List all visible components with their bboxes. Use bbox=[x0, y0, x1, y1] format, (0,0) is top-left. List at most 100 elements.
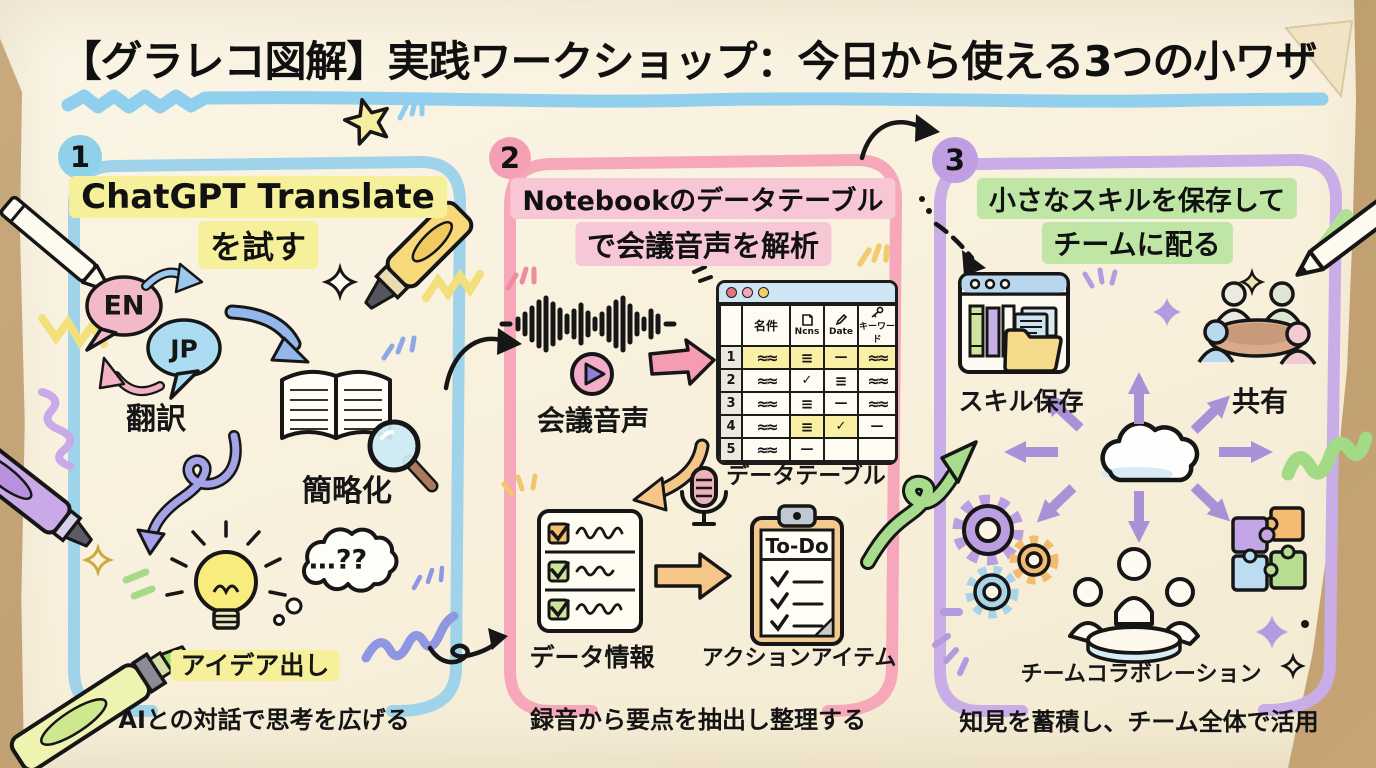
panel1-number: 1 bbox=[69, 140, 91, 174]
table-cell: ✓ bbox=[823, 414, 859, 439]
yellow-sparkle-rays bbox=[501, 473, 538, 497]
purple-squiggle bbox=[38, 388, 74, 470]
row-number: 5 bbox=[719, 437, 743, 462]
panel2-heading: Notebookのデータテーブル で会議音声を解析 bbox=[510, 178, 896, 266]
sparkle-icon-purple2 bbox=[1255, 615, 1289, 649]
note-icon bbox=[801, 314, 813, 326]
play-button-icon bbox=[570, 352, 614, 396]
pencil-icon bbox=[835, 314, 847, 326]
arrow-jp-to-en bbox=[98, 356, 165, 397]
ideation-label: アイデア出し bbox=[170, 650, 340, 681]
arrow-en-to-jp bbox=[141, 262, 204, 294]
blue-squiggle bbox=[361, 611, 459, 663]
highlighter-icon-green bbox=[9, 645, 189, 768]
yellow-dashes bbox=[857, 243, 890, 267]
arrow-to-lightbulb bbox=[136, 430, 242, 556]
header-name: 名件 bbox=[741, 304, 791, 347]
panel1-heading: ChatGPT Translate を試す bbox=[69, 176, 447, 269]
window-dot-icon bbox=[726, 287, 737, 298]
panel1-heading-line1: ChatGPT Translate bbox=[69, 176, 447, 218]
audio-label: 会議音声 bbox=[536, 404, 650, 437]
table-cell bbox=[823, 437, 859, 462]
arrow-panel2-to-panel3 bbox=[859, 114, 940, 161]
header-notes: Ncns bbox=[789, 304, 825, 347]
clipboard-icon bbox=[750, 504, 844, 646]
poster-title: 【グラレコ図解】実践ワークショップ：今日から使える3つの小ワザ bbox=[59, 37, 1318, 86]
corner-cell bbox=[719, 304, 743, 347]
skillsave-label: スキル保存 bbox=[958, 387, 1084, 416]
header-date: Date bbox=[823, 304, 859, 347]
checklist-icon bbox=[537, 509, 643, 633]
row-number: 2 bbox=[719, 368, 743, 393]
title-underline bbox=[61, 89, 1329, 114]
star-icon bbox=[342, 98, 389, 146]
en-bubble-label: EN bbox=[103, 290, 145, 322]
window-titlebar bbox=[719, 283, 895, 304]
sparkle-icon-small bbox=[81, 542, 115, 578]
key-icon bbox=[871, 307, 884, 318]
sparkle-dashes-blue2 bbox=[381, 335, 417, 361]
arrow-to-book bbox=[224, 304, 310, 364]
data-table: 名件 Ncns Date キーワード 1≈≈≡—≈≈2≈≈✓≡≈≈3≈≈≡ bbox=[719, 304, 895, 462]
table-cell: ≈≈ bbox=[741, 368, 791, 393]
loop-arrow-panel1-bottom bbox=[427, 628, 508, 665]
team-collaboration-icon bbox=[1068, 547, 1200, 664]
table-cell: ≈≈ bbox=[741, 391, 791, 416]
panel2-border bbox=[504, 153, 903, 717]
table-row: 1≈≈≡—≈≈ bbox=[719, 345, 895, 370]
browser-books-folder-icon bbox=[958, 272, 1070, 374]
table-cell: — bbox=[857, 414, 895, 439]
table-row: 5≈≈— bbox=[719, 437, 895, 462]
arrow-panel1-to-panel2 bbox=[443, 328, 522, 391]
green-loop-arrow-panel2-to-panel3 bbox=[860, 440, 978, 570]
lightbulb-icon bbox=[165, 520, 287, 630]
paper-fold bbox=[1284, 19, 1354, 99]
todo-label: To-Do bbox=[762, 534, 832, 561]
yellow-zigzag-left bbox=[38, 314, 108, 350]
window-dot-icon bbox=[758, 287, 769, 298]
table-cell: ≡ bbox=[823, 368, 859, 393]
table-cell: — bbox=[823, 345, 859, 370]
black-dashes bbox=[692, 265, 713, 283]
cloud-icon bbox=[1100, 421, 1200, 483]
waveform-icon bbox=[499, 295, 677, 353]
speech-bubble-icon-en bbox=[85, 275, 163, 352]
panel3-heading: 小さなスキルを保存して チームに配る bbox=[976, 178, 1298, 264]
window-dot-icon bbox=[742, 287, 753, 298]
table-cell: ≈≈ bbox=[857, 368, 895, 393]
table-row: 3≈≈≡—≈≈ bbox=[719, 391, 895, 416]
simplify-label: 簡略化 bbox=[302, 474, 392, 509]
table-header-row: 名件 Ncns Date キーワード bbox=[719, 304, 895, 347]
microphone-icon bbox=[680, 466, 728, 526]
book-magnifier-icon bbox=[280, 369, 439, 493]
table-cell: ✓ bbox=[789, 368, 825, 393]
yellow-zigzag-right bbox=[422, 268, 484, 302]
dashed-arrow-into-panel3 bbox=[919, 196, 986, 276]
row-number: 1 bbox=[719, 345, 743, 370]
pencil-icon-right bbox=[1295, 195, 1376, 277]
dot-doodle bbox=[1301, 620, 1309, 628]
pink-dashes bbox=[505, 266, 537, 291]
badge1-circle bbox=[58, 135, 102, 179]
purple-rays-top bbox=[1082, 267, 1118, 289]
gears-icon bbox=[952, 494, 1059, 619]
sparkle-icon-share bbox=[1238, 267, 1266, 297]
panel2-caption: 録音から要点を抽出し整理する bbox=[530, 706, 866, 734]
puzzle-icon bbox=[1231, 506, 1307, 592]
table-cell bbox=[857, 437, 895, 462]
arrow-table-to-checklist bbox=[632, 438, 710, 512]
table-cell: ≈≈ bbox=[857, 345, 895, 370]
speech-bubble-icon-jp bbox=[146, 318, 222, 400]
table-row: 4≈≈≡✓— bbox=[719, 414, 895, 439]
sparkle-dashes-blue bbox=[397, 99, 425, 121]
thought-cloud-icon bbox=[273, 527, 399, 626]
share-label: 共有 bbox=[1231, 385, 1289, 418]
data-table-window: 名件 Ncns Date キーワード 1≈≈≡—≈≈2≈≈✓≡≈≈3≈≈≡ bbox=[716, 280, 898, 465]
panel3-heading-line1: 小さなスキルを保存して bbox=[976, 178, 1298, 219]
row-number: 3 bbox=[719, 391, 743, 416]
panel2-heading-line2: で会議音声を解析 bbox=[574, 222, 832, 266]
panel1-heading-line2: を試す bbox=[197, 221, 319, 269]
table-cell: ≡ bbox=[789, 391, 825, 416]
